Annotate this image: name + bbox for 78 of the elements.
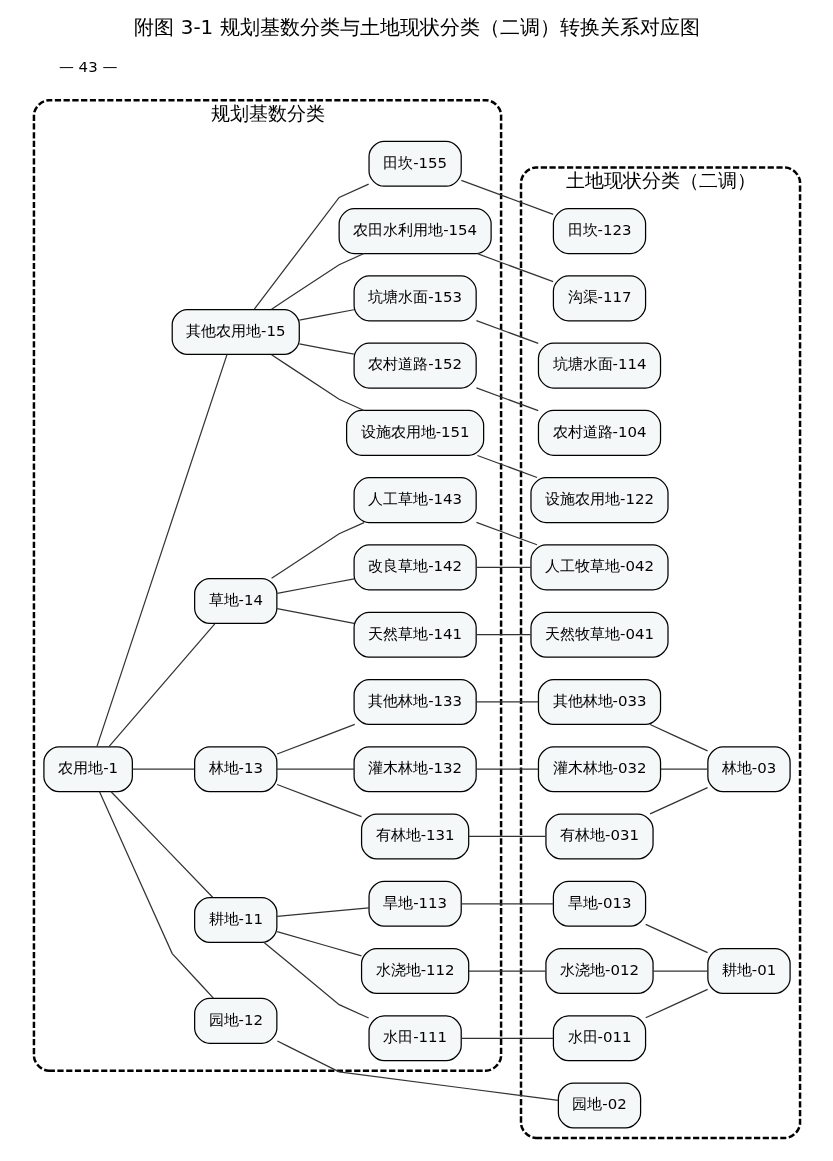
connector bbox=[95, 354, 228, 747]
node-box: 其他林地-033 bbox=[537, 678, 661, 725]
node-box: 耕地-01 bbox=[706, 947, 791, 995]
label: — 43 — bbox=[58, 57, 117, 76]
node-box: 农村道路-152 bbox=[352, 342, 477, 389]
connector bbox=[110, 791, 213, 898]
connector bbox=[276, 578, 355, 595]
connector bbox=[253, 183, 369, 310]
node-box: 其他林地-133 bbox=[352, 678, 477, 725]
node-box: 草地-14 bbox=[193, 578, 277, 625]
node-box: 坑塘水面-114 bbox=[537, 342, 661, 389]
connector bbox=[652, 970, 708, 972]
connector bbox=[460, 179, 554, 216]
connector bbox=[270, 354, 365, 412]
node-box: 沟渠-117 bbox=[552, 275, 646, 322]
node-box: 园地-12 bbox=[193, 997, 277, 1044]
connector bbox=[475, 521, 538, 546]
connector bbox=[460, 903, 554, 905]
node-box: 改良草地-142 bbox=[352, 544, 477, 591]
connector bbox=[475, 319, 539, 345]
connector bbox=[276, 723, 355, 755]
node-box: 坑塘水面-153 bbox=[352, 275, 477, 322]
connector bbox=[276, 608, 355, 624]
node-box: 旱地-013 bbox=[552, 880, 646, 927]
node-box: 林地-13 bbox=[193, 746, 277, 793]
connector bbox=[270, 521, 365, 579]
node-box: 有林地-031 bbox=[544, 813, 654, 860]
connector bbox=[263, 942, 369, 1019]
node-box: 人工牧草地-042 bbox=[529, 544, 669, 591]
connector bbox=[648, 723, 708, 752]
node-box: 人工草地-143 bbox=[352, 477, 477, 524]
connector bbox=[131, 768, 195, 770]
connector bbox=[107, 623, 215, 748]
connector bbox=[276, 907, 370, 917]
connector bbox=[298, 343, 354, 355]
connector bbox=[276, 768, 355, 770]
node-box: 水浇地-112 bbox=[360, 947, 469, 995]
diagram-title: 附图 3-1 规划基数分类与土地现状分类（二调）转换关系对应图 bbox=[133, 16, 700, 40]
node-box: 水浇地-012 bbox=[544, 947, 654, 995]
connector bbox=[276, 1040, 559, 1101]
node-box: 旱地-113 bbox=[367, 880, 462, 927]
node-box: 田坎-123 bbox=[552, 208, 646, 255]
connector bbox=[476, 253, 554, 283]
node-box: 灌木林地-132 bbox=[352, 746, 477, 793]
node-box: 水田-011 bbox=[552, 1015, 646, 1062]
node-box: 设施农用地-122 bbox=[529, 477, 669, 524]
connector bbox=[475, 768, 539, 770]
connector bbox=[98, 791, 214, 999]
connector bbox=[644, 923, 708, 954]
node-box: 农用地-1 bbox=[42, 746, 133, 793]
connector bbox=[276, 783, 362, 818]
connector bbox=[659, 768, 708, 770]
connector bbox=[475, 387, 539, 412]
node-box: 田坎-155 bbox=[367, 140, 462, 187]
connector bbox=[467, 970, 546, 972]
connector bbox=[475, 701, 539, 703]
connector bbox=[475, 634, 531, 636]
connector bbox=[298, 309, 354, 321]
node-box: 天然草地-141 bbox=[352, 611, 477, 658]
connector bbox=[270, 252, 365, 310]
connector bbox=[648, 787, 708, 815]
connector bbox=[475, 566, 531, 569]
node-box: 农田水利用地-154 bbox=[338, 208, 492, 255]
node-box: 设施农用地-151 bbox=[345, 409, 484, 456]
connector bbox=[460, 1037, 554, 1039]
connector bbox=[644, 988, 708, 1019]
node-box: 灌木林地-032 bbox=[537, 746, 661, 793]
connector bbox=[476, 454, 538, 479]
node-box: 农村道路-104 bbox=[537, 409, 661, 456]
node-box: 林地-03 bbox=[706, 746, 791, 793]
connector bbox=[276, 930, 362, 957]
node-box: 水田-111 bbox=[367, 1015, 462, 1062]
connector bbox=[467, 835, 546, 838]
node-box: 园地-02 bbox=[557, 1082, 641, 1129]
node-box: 有林地-131 bbox=[360, 813, 469, 860]
node-box: 其他农用地-15 bbox=[171, 308, 300, 356]
node-box: 天然牧草地-041 bbox=[529, 611, 669, 658]
node-box: 耕地-11 bbox=[193, 896, 277, 943]
